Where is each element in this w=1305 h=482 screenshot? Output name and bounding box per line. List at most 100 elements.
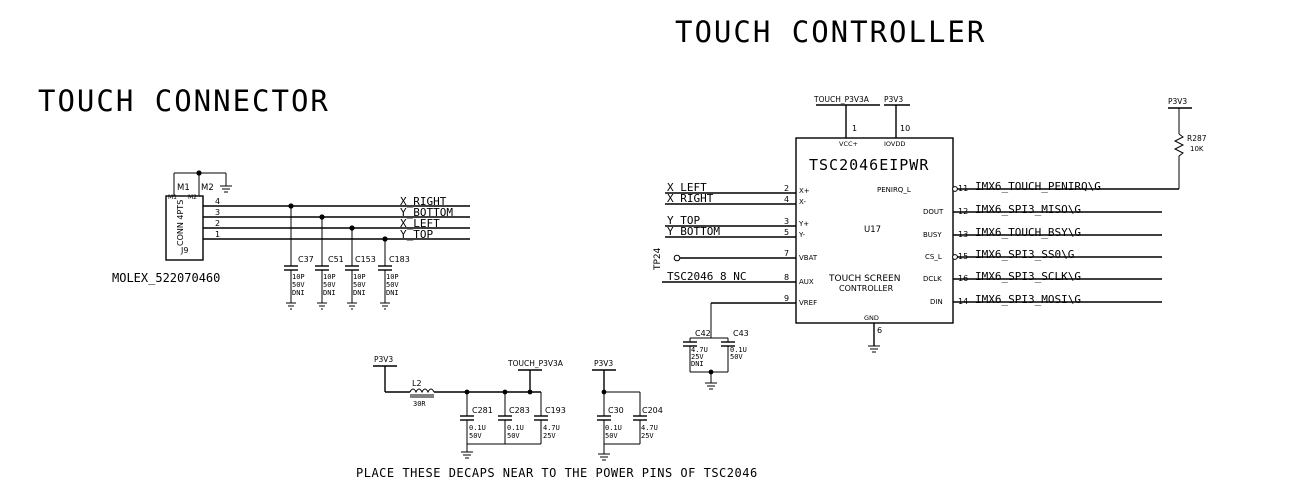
net-x-left-ic: X_LEFT	[667, 181, 707, 194]
cap-c281-v1: 0.1U	[469, 424, 486, 432]
decaps: P3V3 L2 30R TOUCH_P3V3A C281	[356, 355, 758, 480]
connector-part: MOLEX_522070460	[112, 271, 220, 285]
ic-pin-vref-name: VREF	[799, 299, 817, 307]
cap-c37-v2: 50V	[292, 281, 305, 289]
connector-nets: 4 3 2 1 X_RIGHT Y_BOTTOM X_LEFT Y_TOP	[203, 195, 470, 242]
title-touch-controller: TOUCH CONTROLLER	[675, 15, 986, 49]
net-p3v3-decap: P3V3	[594, 359, 613, 368]
svg-text:M2: M2	[188, 194, 197, 201]
ic-pin-3-num: 3	[784, 217, 789, 226]
connector-pin-3: 3	[215, 208, 220, 217]
cap-c37-v1: 10P	[292, 273, 305, 281]
ic-pin-1-num: 1	[852, 124, 857, 133]
cap-c204-v2: 25V	[641, 432, 654, 440]
connector-ref: J9	[180, 246, 188, 255]
cap-c30-v2: 50V	[605, 432, 618, 440]
net-touch-penirq: IMX6_TOUCH_PENIRQ\G	[975, 180, 1101, 193]
net-spi3-miso: IMX6_SPI3_MISO\G	[975, 203, 1081, 216]
ic-pin-vbat-name: VBAT	[799, 254, 818, 262]
ic-pin-csl-name: CS_L	[925, 253, 942, 261]
testpoint-tp24: TP24	[653, 247, 663, 271]
cap-c153-ref: C153	[355, 255, 376, 264]
net-x-left: X_LEFT	[400, 217, 440, 230]
ic-pin-dclk-name: DCLK	[923, 275, 942, 283]
net-touch-bsy: IMX6_TOUCH_BSY\G	[975, 226, 1081, 239]
ic-pin-4-num: 4	[784, 195, 789, 204]
ic-pin-gnd-num: 6	[877, 326, 882, 335]
connector-value: CONN 4PTS	[176, 200, 185, 246]
cap-c281-ref: C281	[472, 406, 493, 415]
ic-pin-10-num: 10	[900, 124, 910, 133]
net-y-bottom-ic: Y_BOTTOM	[667, 225, 720, 238]
inductor-value: 30R	[413, 400, 426, 408]
ic-pin-9-num: 9	[784, 294, 789, 303]
ic-pin-busy-name: BUSY	[923, 231, 942, 239]
cap-c153-v1: 10P	[353, 273, 366, 281]
net-p3v3-r287: P3V3	[1168, 97, 1187, 106]
ic-pin-14-num: 14	[958, 297, 968, 306]
net-p3v3-ic: P3V3	[884, 95, 903, 104]
ic-pin-din-name: DIN	[930, 298, 943, 306]
svg-text:M1: M1	[168, 194, 177, 201]
ic-pin-gnd-name: GND	[864, 314, 879, 322]
mount-pin-m1: M1	[177, 183, 190, 193]
cap-c43-v2: 50V	[730, 353, 743, 361]
ic-pin-11-num: 11	[958, 184, 968, 193]
connector-pin-1: 1	[215, 230, 220, 239]
cap-c42-v1: 4.7U	[691, 346, 708, 354]
cap-c37-v3: DNI	[292, 289, 305, 297]
cap-c204-ref: C204	[642, 406, 663, 415]
net-y-bottom: Y_BOTTOM	[400, 206, 453, 219]
net-x-right-ic: X_RIGHT	[667, 192, 714, 205]
cap-c204-v1: 4.7U	[641, 424, 658, 432]
ic-desc2: CONTROLLER	[839, 284, 894, 293]
ic-pin-penirq-name: PENIRQ_L	[877, 186, 911, 194]
resistor-r287: P3V3 R287 10K	[1168, 97, 1207, 189]
connector-j9: CONN 4PTS J9 M1 M2 M1 M2 MOLEX_522070460	[112, 170, 232, 285]
vref-caps: C42 4.7U 25V DNI C43 0.1U 50V	[683, 303, 749, 390]
ic-pin-15-num: 15	[958, 252, 968, 261]
ic-pin-yminus-name: Y-	[798, 231, 805, 239]
cap-c51-ref: C51	[328, 255, 344, 264]
ic-pin-10-name: IOVDD	[884, 140, 905, 148]
connector-caps: C37 10P 50V DNI C51 10P 50V DNI C153 10P…	[284, 206, 410, 310]
ic-desc1: TOUCH SCREEN	[828, 274, 900, 284]
connector-pin-4: 4	[215, 197, 220, 206]
resistor-value: 10K	[1190, 145, 1204, 153]
net-y-top-ic: Y_TOP	[667, 214, 700, 227]
ic-pin-xplus-name: X+	[799, 187, 810, 195]
title-touch-connector: TOUCH CONNECTOR	[38, 84, 330, 118]
net-touch-p3v3a-ic: TOUCH_P3V3A	[813, 95, 870, 104]
net-x-right: X_RIGHT	[400, 195, 447, 208]
cap-c193-ref: C193	[545, 406, 566, 415]
cap-c153-v3: DNI	[353, 289, 366, 297]
net-tsc2046-8-nc: TSC2046_8_NC	[667, 270, 746, 283]
inductor-ref: L2	[412, 379, 422, 388]
net-spi3-mosi: IMX6_SPI3_MOSI\G	[975, 293, 1081, 306]
cap-c30-v1: 0.1U	[605, 424, 622, 432]
ic-part: TSC2046EIPWR	[809, 156, 929, 174]
ic-pin-16-num: 16	[958, 274, 968, 283]
ic-pin-yplus-name: Y+	[798, 220, 809, 228]
resistor-ref: R287	[1187, 134, 1207, 143]
cap-c193-v1: 4.7U	[543, 424, 560, 432]
ic-ref: U17	[864, 225, 881, 235]
cap-c283-v1: 0.1U	[507, 424, 524, 432]
ic-pin-xminus-name: X-	[799, 198, 806, 206]
decap-placement-note: PLACE THESE DECAPS NEAR TO THE POWER PIN…	[356, 466, 758, 480]
ic-pin-2-num: 2	[784, 184, 789, 193]
ic-pin-1-name: VCC+	[839, 140, 858, 148]
cap-c42-ref: C42	[695, 329, 711, 338]
cap-c283-v2: 50V	[507, 432, 520, 440]
cap-c153-v2: 50V	[353, 281, 366, 289]
cap-c51-v1: 10P	[323, 273, 336, 281]
cap-c42-v3: DNI	[691, 360, 704, 368]
ic-pin-aux-name: AUX	[799, 278, 814, 286]
ic-pin-13-num: 13	[958, 230, 968, 239]
ic-u17: TSC2046EIPWR U17 TOUCH SCREEN CONTROLLER…	[653, 95, 1179, 353]
ic-pin-12-num: 12	[958, 207, 968, 216]
ic-pin-7-num: 7	[784, 249, 789, 258]
cap-c183-ref: C183	[389, 255, 410, 264]
cap-c37-ref: C37	[298, 255, 314, 264]
